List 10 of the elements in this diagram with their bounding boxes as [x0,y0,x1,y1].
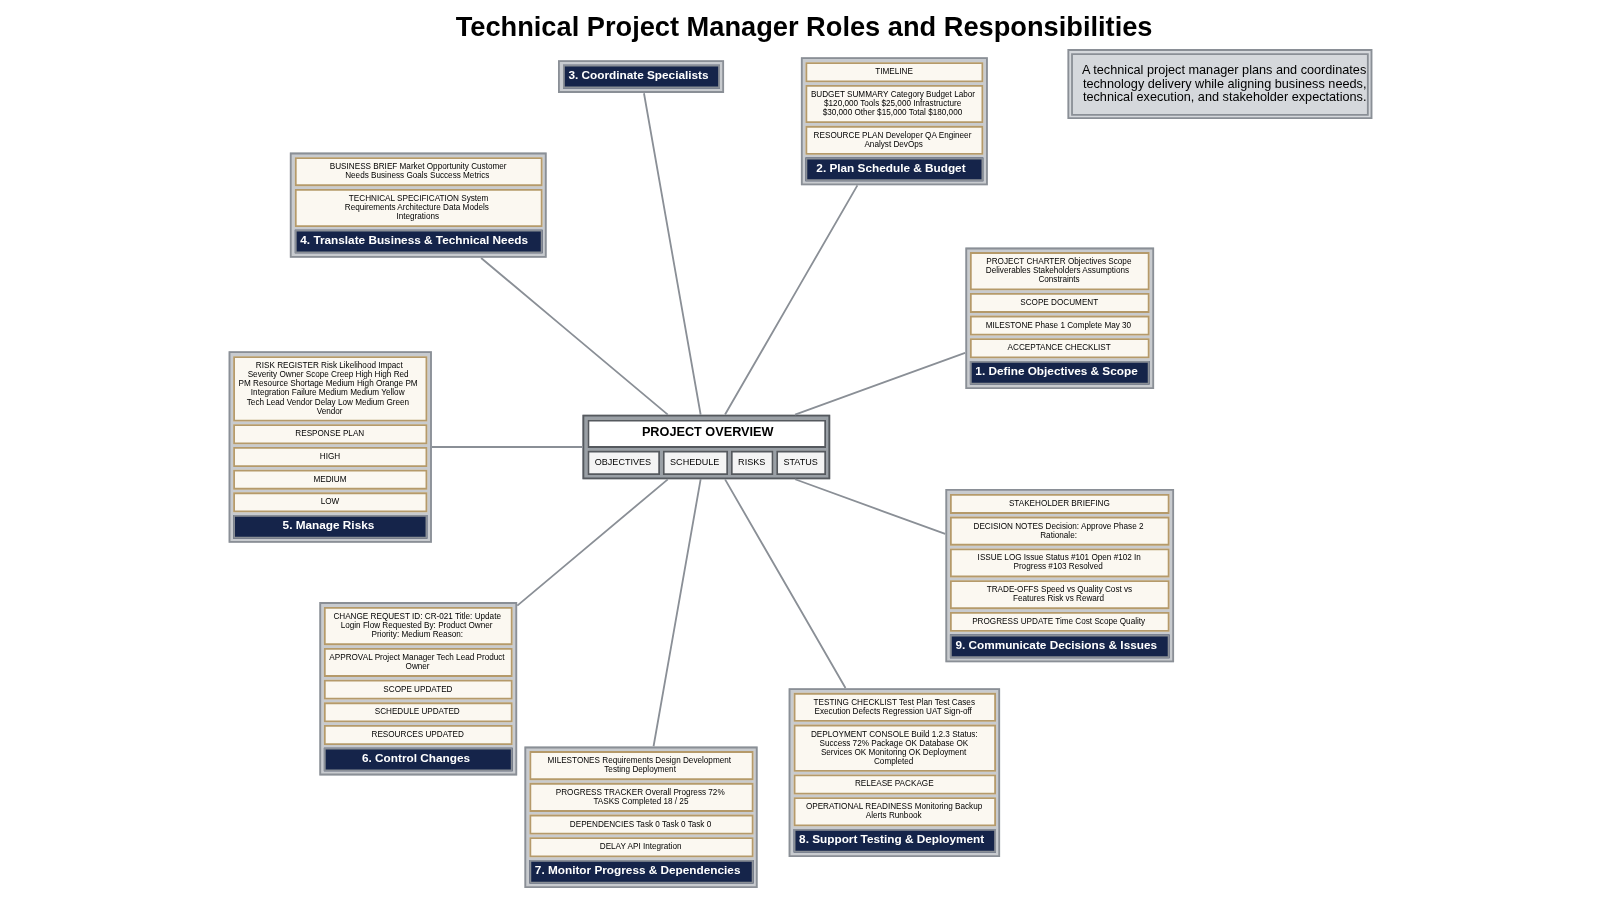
connector [652,478,702,748]
connector [793,478,946,535]
connector [723,184,858,416]
connector [793,351,966,416]
connector [515,478,669,607]
diagram-title: Technical Project Manager Roles and Responsibilities [455,11,1152,43]
connector [723,478,846,689]
connector [642,92,702,416]
connector [430,446,583,448]
connector [479,257,669,416]
